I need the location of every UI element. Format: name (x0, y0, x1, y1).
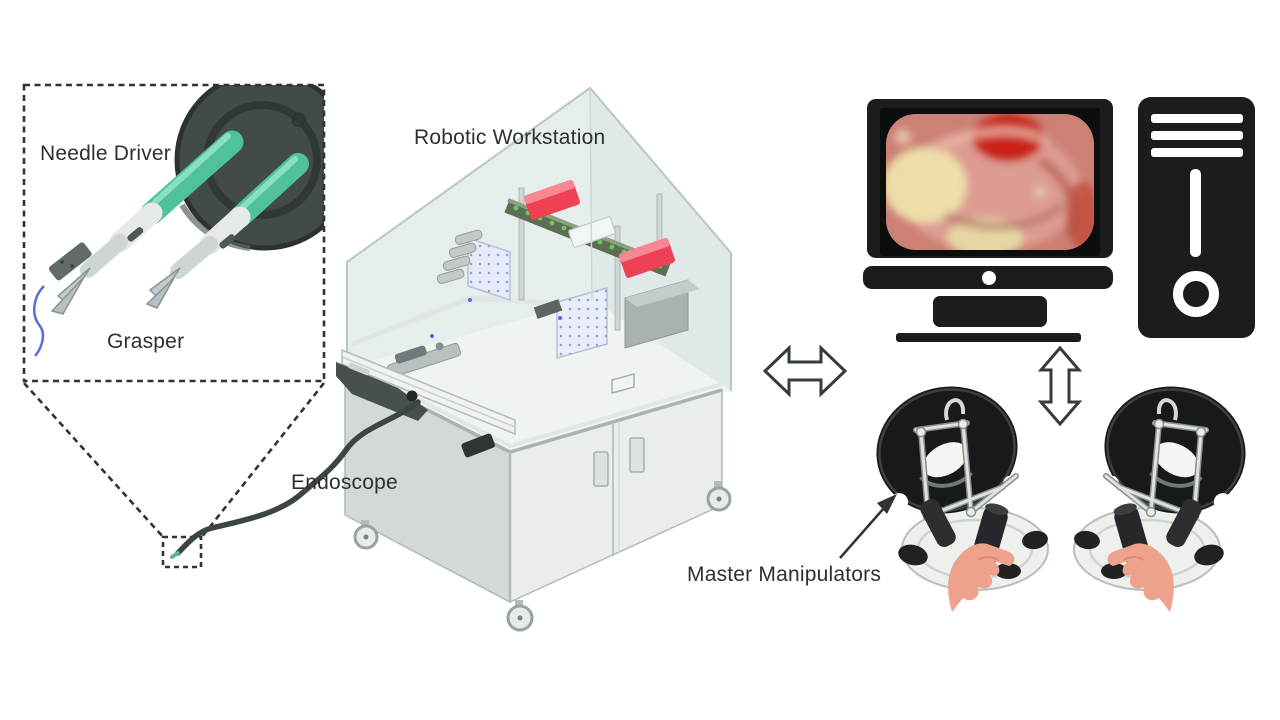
master-manipulator-right (1073, 372, 1259, 612)
horizontal-double-arrow-icon (762, 344, 848, 398)
operator-hand (948, 543, 1015, 612)
caster-wheel (506, 600, 534, 632)
workstation-hood-edges (346, 86, 732, 391)
needle-driver-bracket (48, 242, 92, 281)
endoscope-label: Endoscope (291, 471, 398, 494)
endoscope-tip-box (161, 535, 203, 569)
grasper-instrument (145, 153, 309, 309)
robotic-workstation-illustration (170, 86, 732, 632)
cabinet-door-handle-right (629, 437, 645, 473)
needle-driver-instrument (32, 130, 244, 357)
endoscopic-video-image (886, 114, 1094, 250)
actuator-stack (436, 229, 483, 284)
pointer-arrow-icon (839, 494, 897, 559)
inset-dashed-border (22, 83, 326, 383)
monitor-base (896, 333, 1081, 342)
caster-wheel (353, 520, 379, 550)
motor-block-red-2 (618, 238, 676, 278)
magnifier-funnel (23, 382, 326, 569)
needle-driver-label: Needle Driver (40, 142, 171, 165)
instrument-sled (387, 342, 462, 378)
master-manipulators-label: Master Manipulators (687, 563, 882, 586)
instrument-inset-callout (22, 83, 326, 569)
robotic-workstation-label: Robotic Workstation (414, 126, 606, 149)
monitor-power-button (982, 271, 996, 285)
needle-driver-wire (32, 285, 45, 357)
endoscope-mount-assembly (170, 348, 516, 559)
manipulator-linkage (913, 398, 1019, 522)
vertical-double-arrow-icon (1037, 345, 1083, 427)
monitor-icon (863, 99, 1113, 342)
motor-block-red-1 (523, 180, 581, 220)
master-manipulator-left (876, 386, 1049, 612)
cabinet-door-handle-left (593, 451, 609, 487)
computer-tower-icon (1138, 97, 1255, 338)
caster-wheel (706, 481, 732, 512)
monitor-neck (933, 296, 1047, 327)
endoscope-cable (175, 399, 421, 556)
grasper-label: Grasper (107, 330, 185, 353)
endoscope-handle-mount (336, 362, 428, 421)
workstation-interior (351, 180, 700, 378)
workstation-cabinet (344, 360, 732, 632)
endoscope-tip (170, 551, 180, 559)
endoscope-distal-end-illustration (32, 85, 324, 357)
